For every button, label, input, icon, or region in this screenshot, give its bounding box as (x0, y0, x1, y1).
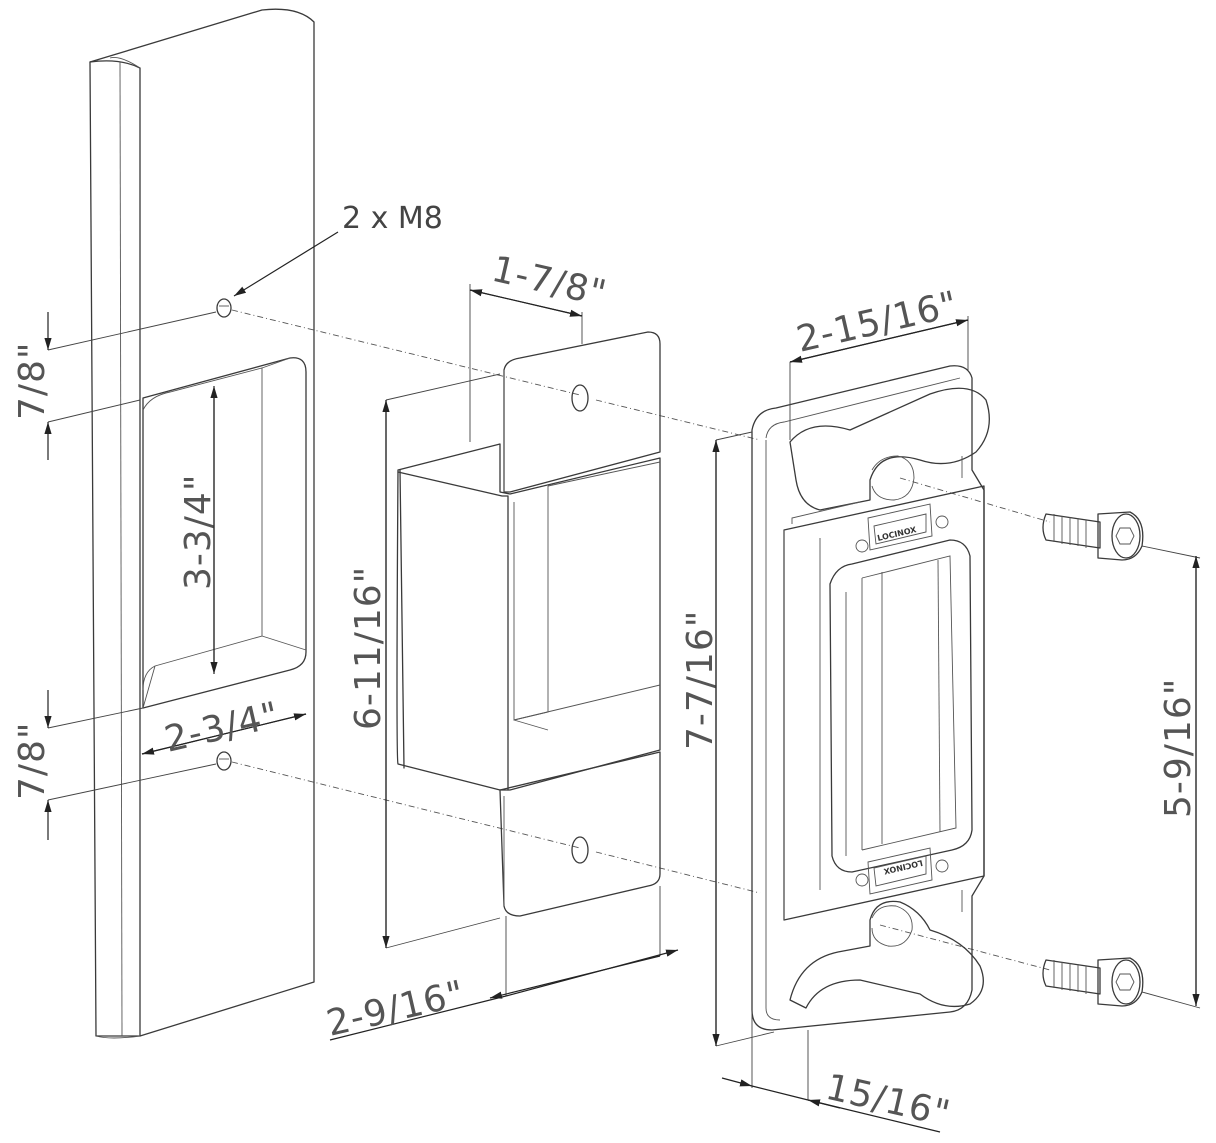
electric-strike-body (396, 331, 661, 917)
dim-keeper-depth: 15/16" (721, 1010, 954, 1135)
dim-cutout-height-label: 3-3/4" (178, 474, 219, 590)
keeper-logo-top: LOCINOX (867, 503, 933, 551)
dim-cutout-width: 2-3/4" (141, 695, 307, 761)
dim-upper-hole-offset-label: 7/8" (12, 342, 53, 421)
dim-keeper-height-label: 7-7/16" (680, 610, 721, 750)
keeper-faceplate: LOCINOX LOCINOX (751, 365, 990, 1031)
dim-keeper-depth-label: 15/16" (822, 1067, 954, 1135)
dim-strike-flange-depth-label: 1-7/8" (488, 249, 611, 315)
upper-mounting-hole (216, 298, 232, 318)
strike-lower-hole (571, 836, 589, 864)
dim-upper-hole-offset: 7/8" (12, 311, 217, 460)
hole-callout: 2 x M8 (233, 201, 443, 297)
dim-keeper-height: 7-7/16" (680, 431, 775, 1047)
dim-screw-spacing: 5-9/16" (1141, 545, 1201, 1009)
dim-keeper-width-label: 2-15/16" (793, 284, 962, 361)
dim-cutout-width-label: 2-3/4" (161, 695, 284, 761)
dim-strike-width: 2-9/16" (323, 886, 679, 1045)
post-cutout (142, 357, 307, 709)
strike-upper-hole (571, 384, 589, 412)
keeper-logo-bottom: LOCINOX (867, 847, 933, 895)
dim-strike-height: 6-11/16" (348, 373, 501, 949)
dim-cutout-height: 3-3/4" (178, 386, 219, 674)
upper-screw (1042, 511, 1144, 561)
dim-strike-flange-depth: 1-7/8" (469, 249, 611, 442)
dim-lower-hole-offset: 7/8" (12, 690, 217, 840)
lower-screw (1042, 957, 1144, 1007)
lower-mounting-hole (216, 751, 232, 771)
dim-screw-spacing-label: 5-9/16" (1158, 678, 1199, 818)
dim-strike-width-label: 2-9/16" (323, 973, 469, 1045)
door-post (89, 8, 315, 1039)
hole-callout-label: 2 x M8 (342, 201, 443, 236)
dim-lower-hole-offset-label: 7/8" (12, 722, 53, 801)
dim-strike-height-label: 6-11/16" (348, 566, 389, 730)
